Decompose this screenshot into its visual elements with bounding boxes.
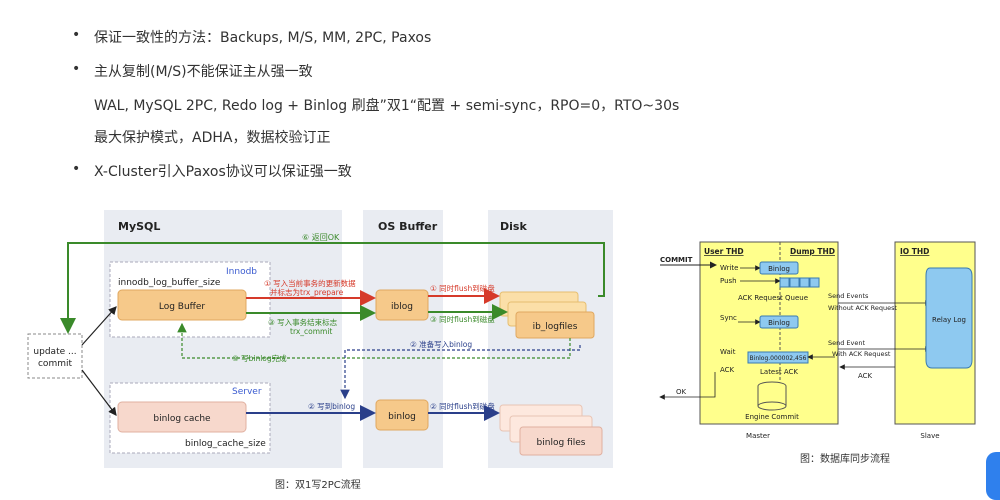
bullet-dot: • <box>72 27 81 43</box>
arrow-to-log-buffer <box>81 306 117 346</box>
slave-label: Slave <box>920 432 939 440</box>
step2-prepare-label: ② 准备写入binlog <box>410 339 472 349</box>
binlog-cache-label: binlog cache <box>153 414 211 424</box>
step1-flush-label: ① 同时flush到磁盘 <box>430 283 495 293</box>
innodb-title: Innodb <box>226 267 257 277</box>
step3-label-b: trx_commit <box>290 327 332 336</box>
bullet-dot: • <box>72 161 81 177</box>
ack-queue-label: ACK Request Queue <box>738 294 808 302</box>
relay-log-scroll <box>925 267 973 369</box>
sync-label: Sync <box>720 314 737 322</box>
latest-ack-label: Latest ACK <box>760 368 798 376</box>
step3-binlog-done-arrow <box>177 322 571 359</box>
with-ack-label: With ACK Request <box>832 350 891 358</box>
queue-slot <box>809 277 820 288</box>
sub-item-protection: 最大保护模式，ADHA，数据校验订正 <box>94 130 331 146</box>
commit-input-label: COMMIT <box>660 256 693 264</box>
arrow-to-binlog-cache <box>81 369 117 416</box>
right-caption: 图：数据库同步流程 <box>800 452 890 465</box>
write-label: Write <box>720 264 738 272</box>
step2-flush-label: ② 同时flush到磁盘 <box>430 401 495 411</box>
iblog-label: iblog <box>391 302 413 312</box>
ok-output-arrow <box>659 372 716 400</box>
two-phase-commit-diagram: MySQL OS Buffer Disk Innodb innodb_log_b… <box>27 210 613 491</box>
innodb-param: innodb_log_buffer_size <box>118 278 221 288</box>
ok-label: OK <box>676 388 687 396</box>
queue-slot <box>779 277 790 288</box>
binlog-ribbon-2 <box>759 315 799 329</box>
engine-commit-label: Engine Commit <box>745 413 799 421</box>
binlog-ribbon-1 <box>759 261 799 275</box>
section-disk-label: Disk <box>500 220 527 233</box>
slave-ack-label: ACK <box>858 372 873 380</box>
iblog-box <box>375 289 429 321</box>
binlog-label: binlog <box>388 412 416 422</box>
log-buffer-label: Log Buffer <box>159 302 206 312</box>
bullet-text: X-Cluster引入Paxos协议可以保证强一致 <box>94 164 352 180</box>
corner-accent-tab <box>986 452 1000 500</box>
ib-logfiles-box <box>515 311 595 339</box>
user-thd-label: User THD <box>704 247 744 256</box>
step6-return-ok-arrow <box>60 242 605 334</box>
without-ack-label: Without ACK Request <box>828 304 898 312</box>
binlog-position-label: Binlog.000002,456 <box>750 355 807 362</box>
step2-prepare-arrow <box>340 345 581 400</box>
dump-thd-label: Dump THD <box>790 247 835 256</box>
update-commit-box <box>27 333 83 379</box>
left-caption: 图：双1写2PC流程 <box>275 478 361 491</box>
step2-write-label: ② 写到binlog <box>308 402 355 411</box>
binlog-files-box <box>519 426 603 456</box>
server-title: Server <box>232 387 262 397</box>
step3-flush-label: ③ 同时flush到磁盘 <box>430 314 495 324</box>
binlog-box <box>375 399 429 431</box>
ack-request-queue <box>779 277 820 288</box>
step6-label: ⑥ 返回OK <box>302 233 340 242</box>
step3-label-a: ③ 写入事务结束标志 <box>268 317 338 327</box>
update-label: update ... <box>33 347 76 357</box>
ack-label: ACK <box>720 366 735 374</box>
queue-slot <box>799 277 810 288</box>
io-thd-label: IO THD <box>900 247 929 256</box>
ib-logfiles-label: ib_logfiles <box>533 322 578 332</box>
sub-item-wal: WAL, MySQL 2PC, Redo log + Binlog 刷盘”双1“… <box>94 98 680 114</box>
step3-binlog-done-label: ③ 写binlog完成 <box>232 353 287 363</box>
commit-label: commit <box>38 359 72 369</box>
step1-label-a: ① 写入当前事务的更新数据 <box>264 278 356 288</box>
section-mysql-label: MySQL <box>118 220 160 233</box>
bullet-text: 主从复制(M/S)不能保证主从强一致 <box>94 64 313 80</box>
queue-slot <box>789 277 800 288</box>
binlog-files-label: binlog files <box>537 438 586 448</box>
step1-label-b: 并标志为trx_prepare <box>270 287 344 297</box>
binlog-cache-size-label: binlog_cache_size <box>185 439 266 449</box>
relay-log-label: Relay Log <box>932 316 966 324</box>
binlog-ribbon-2-label: Binlog <box>768 319 790 327</box>
bullet-dot: • <box>72 61 81 77</box>
engine-commit-cylinder <box>758 386 786 406</box>
binlog-cache-box <box>117 401 247 433</box>
bullet-text: 保证一致性的方法：Backups, M/S, MM, 2PC, Paxos <box>94 30 432 46</box>
engine-commit-cylinder-bottom <box>757 401 787 411</box>
send-event-label: Send Event <box>828 339 866 347</box>
section-os-buffer-label: OS Buffer <box>378 220 438 233</box>
send-events-label: Send Events <box>828 292 869 300</box>
push-label: Push <box>720 277 737 285</box>
binlog-ribbon-1-label: Binlog <box>768 265 790 273</box>
semi-sync-diagram: User THD Dump THD IO THD COMMIT Write Pu… <box>659 241 976 465</box>
wait-label: Wait <box>720 348 736 356</box>
log-buffer-box <box>117 289 247 321</box>
master-label: Master <box>746 432 770 440</box>
